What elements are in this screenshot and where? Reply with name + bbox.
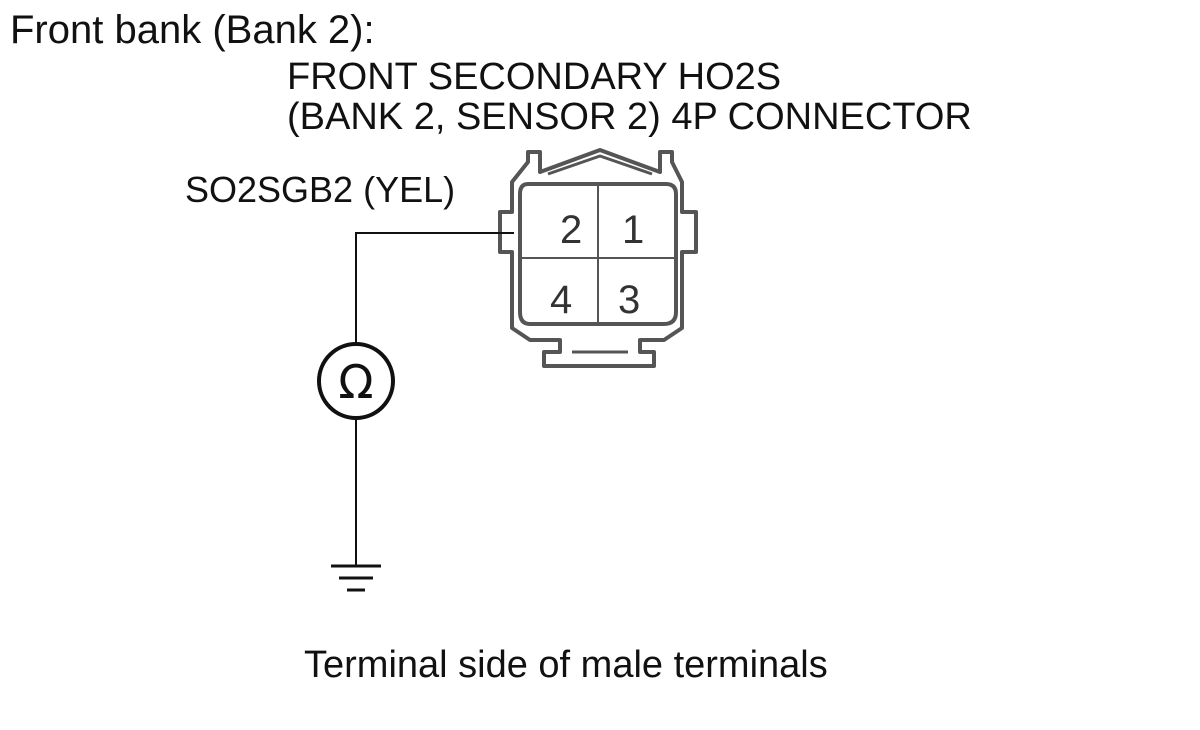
pin-3-label: 3 (618, 278, 640, 322)
footer-caption: Terminal side of male terminals (304, 644, 828, 686)
pin-2-label: 2 (560, 208, 582, 252)
connector-title-line1: FRONT SECONDARY HO2S (287, 56, 782, 98)
connector-title-line2: (BANK 2, SENSOR 2) 4P CONNECTOR (287, 96, 972, 138)
connector-4p (498, 148, 698, 368)
ohm-symbol: Ω (338, 355, 373, 409)
wire-label: SO2SGB2 (YEL) (185, 169, 456, 210)
ground-icon (331, 564, 381, 592)
ohmmeter-icon: Ω (317, 342, 395, 420)
test-wire (355, 232, 514, 344)
pin-4-label: 4 (550, 278, 572, 322)
section-title: Front bank (Bank 2): (10, 8, 375, 52)
pin-1-label: 1 (622, 208, 644, 252)
